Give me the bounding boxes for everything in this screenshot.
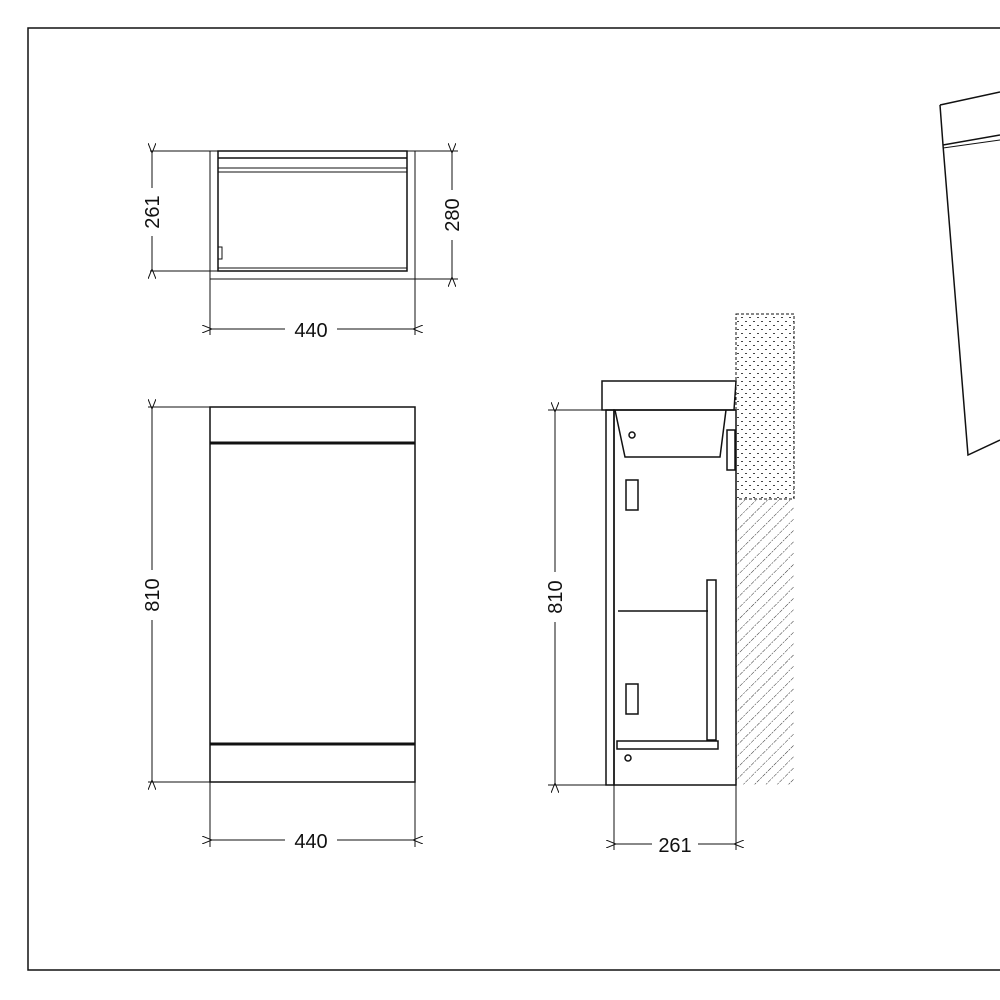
- top-width-label: 440: [294, 320, 327, 342]
- front-width-label: 440: [294, 831, 327, 853]
- side-depth-label: 261: [658, 835, 691, 857]
- perspective-view: [939, 91, 1000, 457]
- front-view: 810 440: [142, 407, 415, 853]
- side-height-label: 810: [545, 580, 567, 613]
- side-view: 810 261: [545, 313, 795, 857]
- top-view: 261 280 440: [142, 151, 464, 342]
- drawing-frame: [27, 27, 1000, 971]
- top-depth-inner-label: 261: [142, 195, 164, 228]
- top-depth-outer-label: 280: [442, 198, 464, 231]
- front-height-label: 810: [142, 578, 164, 611]
